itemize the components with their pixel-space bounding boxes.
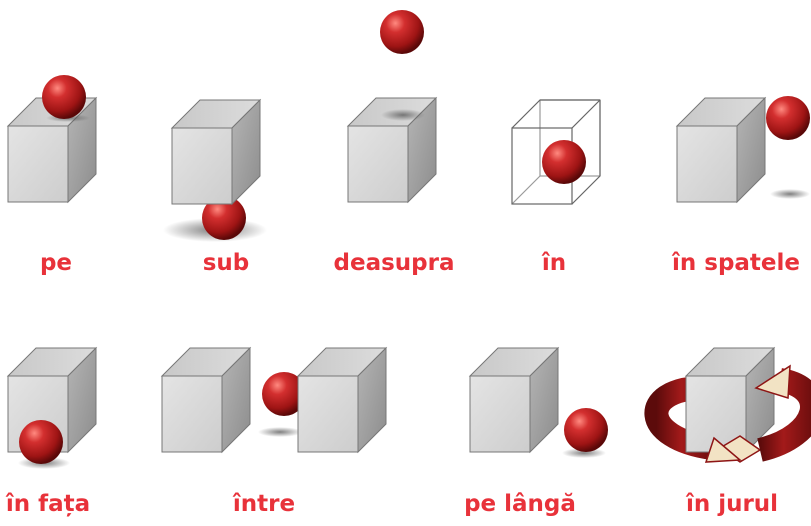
ball-shadow (381, 109, 425, 121)
red-ball (380, 10, 424, 54)
cube (469, 347, 559, 453)
cube-right (297, 347, 387, 453)
tile-deasupra (347, 10, 437, 203)
label-pe: pe (39, 250, 73, 276)
label-sub: sub (202, 250, 250, 276)
cube (685, 347, 775, 453)
label-pe-langa: pe lângă (464, 491, 576, 517)
label-in-spatele: în spatele (671, 250, 801, 276)
tile-in-spatele (676, 96, 810, 203)
ball-shadow (562, 448, 606, 458)
red-ball (42, 75, 86, 119)
label-deasupra: deasupra (333, 250, 455, 276)
red-ball (542, 140, 586, 184)
tile-intre (161, 347, 387, 453)
tile-in (511, 99, 601, 205)
label-in-fata: în fața (5, 491, 91, 517)
tile-in-fata (7, 347, 97, 469)
arrow-tip-right (754, 364, 791, 400)
red-ball (19, 420, 63, 464)
label-in: în (541, 250, 567, 276)
ball-shadow (258, 427, 302, 437)
tile-sub (163, 99, 267, 242)
tile-in-jurul (644, 347, 811, 463)
rotate-arrow-right-icon (756, 368, 811, 462)
tile-pe-langa (469, 347, 608, 458)
red-ball (564, 408, 608, 452)
label-intre: între (232, 491, 296, 517)
cube (676, 97, 766, 203)
cube-left (161, 347, 251, 453)
label-in-jurul: în jurul (685, 491, 779, 517)
arrow-tip-bottom (704, 436, 742, 463)
red-ball (766, 96, 810, 140)
tile-pe (7, 75, 97, 203)
cube (171, 99, 261, 205)
ball-shadow (770, 189, 810, 199)
